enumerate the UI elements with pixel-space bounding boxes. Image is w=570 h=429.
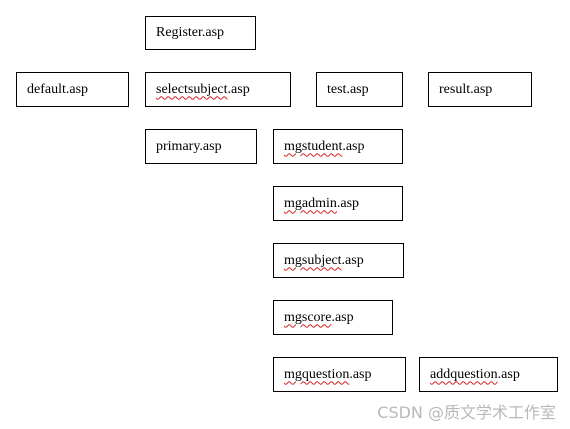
node-mgstudent-asp: mgstudent.asp (273, 129, 403, 164)
node-selectsubject-asp: selectsubject.asp (145, 72, 291, 107)
csdn-watermark: CSDN @质文学术工作室 (377, 403, 556, 422)
node-label-ext: .asp (342, 138, 365, 154)
node-label: mgstudent.asp (284, 138, 365, 154)
node-mgquestion-asp: mgquestion.asp (273, 357, 406, 392)
spellcheck-squiggle-text: selectsubject (156, 81, 228, 97)
spellcheck-squiggle-text: mgquestion (284, 366, 350, 382)
spellcheck-squiggle-text: mgadmin (284, 195, 337, 211)
node-default-asp: default.asp (16, 72, 129, 107)
node-mgsubject-asp: mgsubject.asp (273, 243, 404, 278)
spellcheck-squiggle-text: mgsubject (284, 252, 342, 268)
node-label: result.asp (439, 81, 493, 97)
spellcheck-squiggle-text: mgstudent (284, 138, 343, 154)
node-mgscore-asp: mgscore.asp (273, 300, 393, 335)
node-label: selectsubject.asp (156, 81, 250, 97)
node-addquestion-asp: addquestion.asp (419, 357, 558, 392)
node-test-asp: test.asp (316, 72, 403, 107)
node-label: default.asp (27, 81, 89, 97)
node-label: primary.asp (156, 138, 222, 154)
node-label-ext: .asp (227, 81, 250, 97)
node-label-ext: .asp (336, 195, 360, 211)
node-label: mgscore.asp (284, 309, 354, 325)
node-label: mgadmin.asp (284, 195, 360, 211)
node-label: Register.asp (156, 25, 225, 40)
node-label-ext: .asp (341, 252, 364, 268)
node-label-ext: .asp (331, 309, 354, 325)
node-label: test.asp (327, 81, 369, 97)
spellcheck-squiggle-text: mgscore (284, 309, 332, 325)
node-label: addquestion.asp (430, 366, 520, 382)
node-mgadmin-asp: mgadmin.asp (273, 186, 403, 221)
node-primary-asp: primary.asp (145, 129, 257, 164)
node-result-asp: result.asp (428, 72, 532, 107)
node-label: mgquestion.asp (284, 366, 372, 382)
node-label: mgsubject.asp (284, 252, 364, 268)
node-label-ext: .asp (349, 366, 372, 382)
spellcheck-squiggle-text: addquestion (430, 366, 498, 382)
node-register-asp: Register.asp (145, 16, 256, 50)
node-label-ext: .asp (497, 366, 520, 382)
